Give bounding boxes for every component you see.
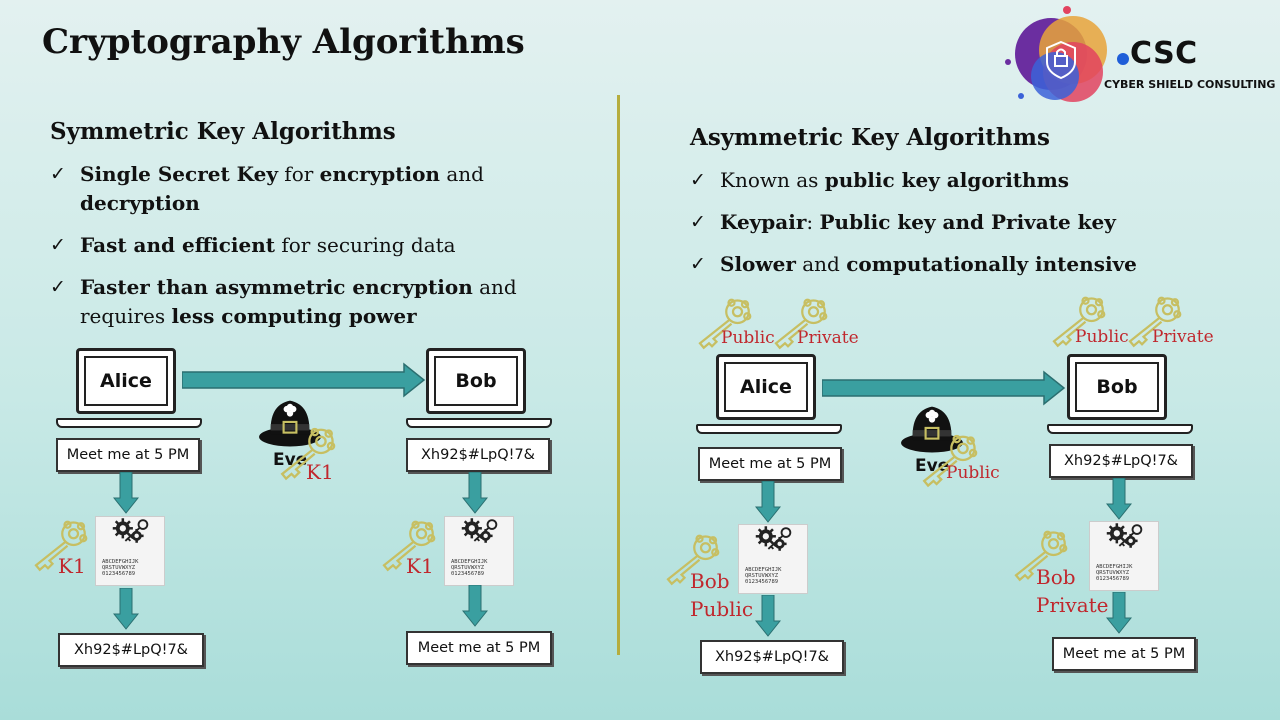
checkmark-icon: ✓ (50, 273, 66, 302)
teal-arrow-icon (822, 370, 1066, 406)
laptop-base (406, 418, 552, 428)
symmetric-bullet-3: ✓ Faster than asymmetric encryption and … (50, 273, 600, 331)
alice-public-key-label: Public (721, 328, 775, 348)
asymmetric-bullet-2: ✓ Keypair: Public key and Private key (690, 208, 1250, 237)
alice-encrypted-output: Xh92$#LpQ!7& (58, 633, 204, 667)
asymmetric-bullet-3: ✓ Slower and computationally intensive (690, 250, 1250, 279)
bob-received-message: Xh92$#LpQ!7& (1049, 444, 1193, 478)
symmetric-bullet-2: ✓ Fast and efficient for securing data (50, 231, 600, 260)
bob-laptop: Bob (1047, 354, 1177, 446)
checkmark-icon: ✓ (50, 160, 66, 189)
bullet-bold-text: Single Secret Key (80, 162, 278, 186)
page-title: Cryptography Algorithms (42, 22, 525, 62)
alice-message: Meet me at 5 PM (698, 447, 842, 481)
bob-public-key-label: Public (1075, 327, 1129, 347)
bullet-text: : (806, 210, 819, 234)
laptop-base (696, 424, 842, 434)
alice-encrypted-output: Xh92$#LpQ!7& (700, 640, 844, 674)
alice-label: Alice (724, 362, 808, 412)
key-owner: Bob (690, 567, 753, 595)
bullet-bold-text: decryption (80, 191, 200, 215)
laptop-screen: Bob (1067, 354, 1167, 420)
teal-arrow-icon (113, 472, 139, 514)
checkmark-icon: ✓ (50, 231, 66, 260)
bullet-text: for securing data (275, 233, 456, 257)
bob-key-label: K1 (406, 554, 434, 578)
laptop-base (56, 418, 202, 428)
alice-label: Alice (84, 356, 168, 406)
symmetric-bullet-1: ✓ Single Secret Key for encryption and d… (50, 160, 600, 218)
bullet-bold-text: Public key and Private key (819, 210, 1115, 234)
alice-laptop: Alice (696, 354, 826, 446)
bob-private-key-label: Private (1152, 327, 1214, 347)
eve-key-label: K1 (306, 460, 334, 484)
bob-received-message: Xh92$#LpQ!7& (406, 438, 550, 472)
bullet-bold-text: less computing power (172, 304, 417, 328)
teal-arrow-icon (462, 585, 488, 627)
teal-arrow-icon (182, 362, 426, 398)
asymmetric-bullet-1: ✓ Known as public key algorithms (690, 166, 1250, 195)
asymmetric-bullet-list: ✓ Known as public key algorithms ✓ Keypa… (690, 166, 1250, 292)
bob-decrypted-output: Meet me at 5 PM (1052, 637, 1196, 671)
checkmark-icon: ✓ (690, 208, 706, 237)
bullet-bold-text: Faster than asymmetric encryption (80, 275, 473, 299)
bullet-bold-text: Slower (720, 252, 796, 276)
bullet-text: and (440, 162, 484, 186)
symmetric-heading: Symmetric Key Algorithms (50, 118, 396, 145)
eve-key-label: Public (946, 463, 1000, 483)
bullet-bold-text: Keypair (720, 210, 806, 234)
laptop-screen: Alice (76, 348, 176, 414)
teal-arrow-icon (113, 588, 139, 630)
laptop-screen: Bob (426, 348, 526, 414)
asymmetric-heading: Asymmetric Key Algorithms (690, 124, 1050, 151)
encryption-icon: ABCDEFGHIJK QRSTUVWXYZ 0123456789 (444, 516, 514, 586)
laptop-base (1047, 424, 1193, 434)
teal-arrow-icon (1106, 478, 1132, 520)
logo-name: CSC (1130, 36, 1198, 71)
bullet-text: for (278, 162, 320, 186)
column-divider (617, 95, 620, 655)
symmetric-bullet-list: ✓ Single Secret Key for encryption and d… (50, 160, 600, 344)
bullet-bold-text: Fast and efficient (80, 233, 275, 257)
bullet-text: and (796, 252, 846, 276)
bullet-bold-text: encryption (320, 162, 440, 186)
alice-key-label: K1 (58, 554, 86, 578)
teal-arrow-icon (1106, 592, 1132, 634)
alice-message: Meet me at 5 PM (56, 438, 200, 472)
key-type: Public (690, 595, 753, 623)
alice-encrypt-key-label: Bob Public (690, 567, 753, 623)
bullet-text: Known as (720, 168, 825, 192)
bob-decrypted-output: Meet me at 5 PM (406, 631, 552, 665)
bullet-bold-text: computationally intensive (846, 252, 1137, 276)
teal-arrow-icon (462, 472, 488, 514)
logo-subtitle: CYBER SHIELD CONSULTING (1104, 78, 1275, 91)
teal-arrow-icon (755, 481, 781, 523)
cipher-glyphs: ABCDEFGHIJK QRSTUVWXYZ 0123456789 (102, 559, 138, 577)
bob-label: Bob (1075, 362, 1159, 412)
key-owner: Bob (1036, 563, 1109, 591)
bullet-bold-text: public key algorithms (825, 168, 1069, 192)
bob-decrypt-key-label: Bob Private (1036, 563, 1109, 619)
checkmark-icon: ✓ (690, 166, 706, 195)
bob-label: Bob (434, 356, 518, 406)
checkmark-icon: ✓ (690, 250, 706, 279)
laptop-screen: Alice (716, 354, 816, 420)
alice-private-key-label: Private (797, 328, 859, 348)
encryption-icon: ABCDEFGHIJK QRSTUVWXYZ 0123456789 (95, 516, 165, 586)
alice-laptop: Alice (56, 348, 186, 440)
key-type: Private (1036, 591, 1109, 619)
teal-arrow-icon (755, 595, 781, 637)
cipher-glyphs: ABCDEFGHIJK QRSTUVWXYZ 0123456789 (451, 559, 487, 577)
